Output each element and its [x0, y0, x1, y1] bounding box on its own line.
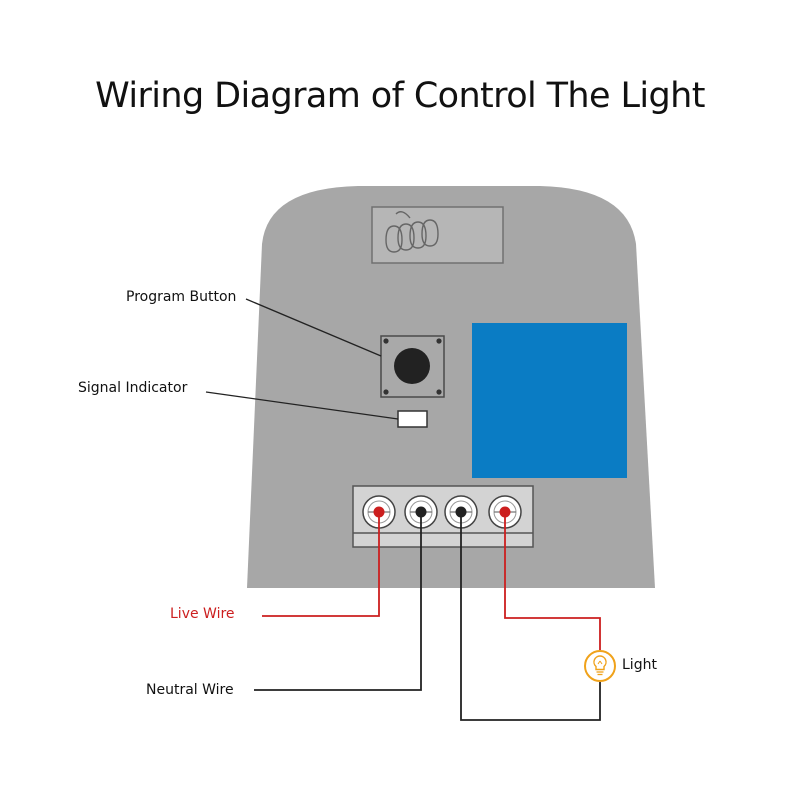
terminal-block: [352, 485, 534, 548]
antenna-coil-icon: [385, 211, 439, 253]
light-bulb-icon: [584, 650, 616, 682]
relay-module: [472, 323, 627, 478]
signal-indicator-led: [397, 410, 428, 428]
light-label: Light: [622, 657, 657, 673]
wiring: [254, 512, 601, 721]
diagram-title: Wiring Diagram of Control The Light: [95, 76, 705, 116]
program-button-label: Program Button: [126, 289, 237, 305]
neutral-wire-to-light: [460, 512, 601, 721]
live-wire-label: Live Wire: [170, 606, 235, 622]
controller-housing: [247, 186, 655, 588]
signal-indicator-label: Signal Indicator: [78, 380, 188, 396]
signal-indicator-leader: [205, 391, 399, 420]
program-button-leader: [245, 298, 382, 357]
live-wire-input: [262, 512, 380, 617]
program-button[interactable]: [380, 335, 445, 398]
antenna-compartment: [371, 206, 504, 264]
live-wire-to-light: [504, 512, 601, 650]
neutral-wire-input: [254, 512, 422, 691]
neutral-wire-label: Neutral Wire: [146, 682, 234, 698]
